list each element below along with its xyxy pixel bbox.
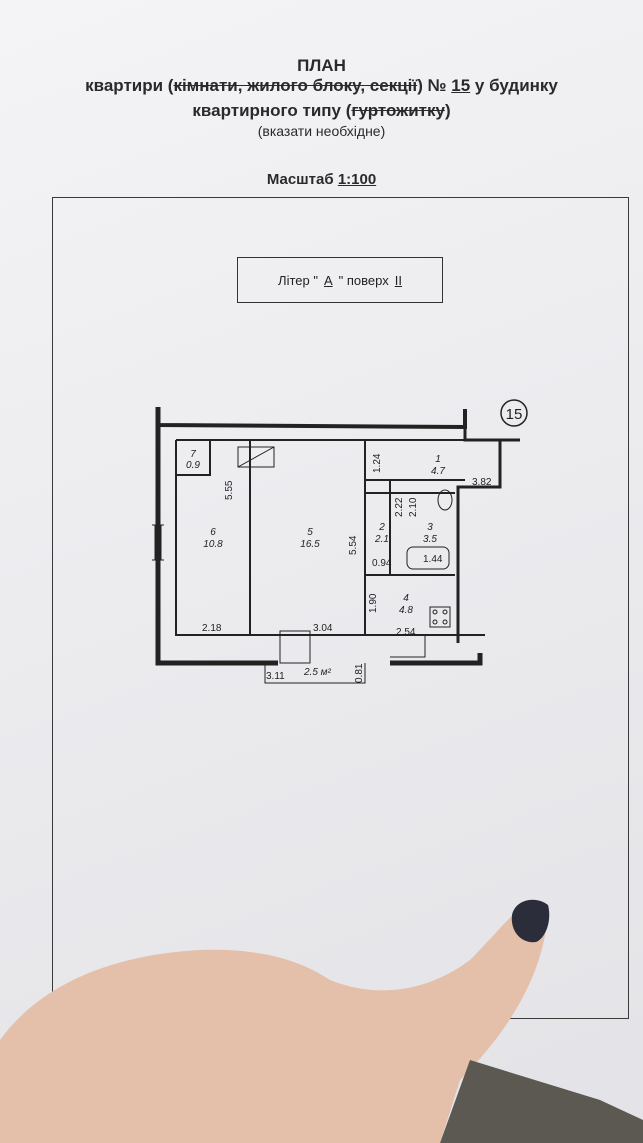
room-6-number: 6 <box>210 527 216 538</box>
struck-dormitory: гуртожитку <box>351 101 445 120</box>
dim-0-81: 0.81 <box>354 663 365 683</box>
scale-value: 1:100 <box>337 171 377 188</box>
dim-2-10: 2.10 <box>408 497 419 517</box>
apartment-circle-number: 15 <box>506 406 523 423</box>
fingernail <box>511 899 550 943</box>
dim-2-54: 2.54 <box>396 627 416 638</box>
scale-line: Масштаб 1:100 <box>266 171 377 188</box>
room-1-area: 4.7 <box>431 466 445 477</box>
dim-0-94: 0.94 <box>372 558 392 569</box>
dim-2-18: 2.18 <box>202 623 222 634</box>
room-1-number: 1 <box>435 454 441 465</box>
room-5-number: 5 <box>307 527 313 538</box>
dim-3-11: 3.11 <box>266 671 285 682</box>
dim-5-54: 5.54 <box>348 535 359 555</box>
dim-5-55: 5.55 <box>224 480 235 500</box>
plan-title: ПЛАН <box>297 56 346 75</box>
room-5-area: 16.5 <box>300 539 320 550</box>
room-3-number: 3 <box>427 522 433 533</box>
room-7-number: 7 <box>190 449 196 460</box>
room-2-area: 2.1 <box>374 534 389 545</box>
struck-options: кімнати, жилого блоку, секції <box>173 76 418 95</box>
liter-stamp: Літер " A " поверх II <box>237 257 443 303</box>
dim-3-82: 3.82 <box>472 477 492 488</box>
apartment-number: 15 <box>451 76 471 95</box>
room-2-number: 2 <box>378 522 385 533</box>
finger-hand <box>0 904 546 1143</box>
floor-plan-drawing: 15 7 0.9 6 10.8 5 16.5 1 4.7 2 2.1 3 3.5… <box>152 399 528 684</box>
floor-value: II <box>394 272 402 288</box>
dim-1-24: 1.24 <box>372 453 383 473</box>
title-line-type: квартирного типу (гуртожитку) <box>192 101 451 120</box>
note-text: (вказати необхідне) <box>257 123 386 139</box>
room-4-area: 4.8 <box>399 605 413 616</box>
balcony-area: 2.5 м² <box>303 667 332 678</box>
room-7-area: 0.9 <box>186 460 200 471</box>
room-6-area: 10.8 <box>203 539 223 550</box>
title-line-apartment: квартири (кімнати, жилого блоку, секції)… <box>85 76 558 95</box>
dim-1-90: 1.90 <box>368 593 379 613</box>
liter-value: A <box>323 272 333 288</box>
room-3-area: 3.5 <box>423 534 437 545</box>
dim-2-22: 2.22 <box>394 497 405 517</box>
dim-1-44: 1.44 <box>423 554 443 565</box>
dim-3-04: 3.04 <box>313 623 333 634</box>
room-4-number: 4 <box>403 593 409 604</box>
background-surface <box>440 1060 643 1143</box>
